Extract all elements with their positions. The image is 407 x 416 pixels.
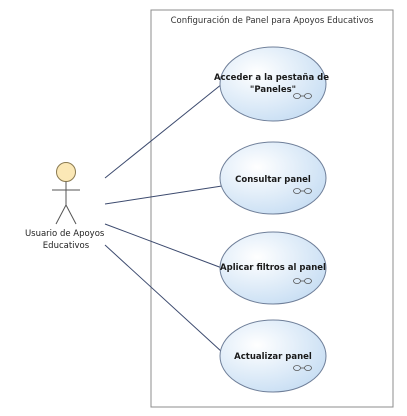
association-line[interactable] bbox=[104, 223, 223, 269]
actor-name: Usuario de Apoyos Educativos bbox=[25, 229, 107, 251]
use-case-acceder-pestana-paneles[interactable]: Acceder a la pestaña de "Paneles" bbox=[214, 46, 332, 122]
use-case-rake-icon bbox=[293, 278, 312, 284]
actor-name-line2: Educativos bbox=[43, 241, 90, 251]
use-case-label-line1: Acceder a la pestaña de bbox=[214, 73, 329, 83]
use-case-label: Actualizar panel bbox=[234, 352, 312, 362]
actor[interactable]: Usuario de Apoyos Educativos bbox=[25, 162, 107, 252]
association-line[interactable] bbox=[104, 244, 223, 353]
association-line[interactable] bbox=[104, 185, 223, 205]
use-case-rake-icon bbox=[293, 93, 312, 99]
associations bbox=[104, 83, 223, 353]
system-boundary-title: Configuración de Panel para Apoyos Educa… bbox=[171, 15, 374, 26]
use-case-actualizar-panel[interactable]: Actualizar panel bbox=[219, 319, 327, 393]
association-line[interactable] bbox=[104, 83, 223, 179]
use-case-aplicar-filtros[interactable]: Aplicar filtros al panel bbox=[219, 231, 327, 305]
use-case-label-line2: "Paneles" bbox=[250, 85, 296, 95]
use-case-rake-icon bbox=[293, 188, 312, 194]
use-case-label: Aplicar filtros al panel bbox=[220, 263, 326, 273]
use-case-label: Consultar panel bbox=[235, 175, 311, 185]
actor-name-line1: Usuario de Apoyos bbox=[25, 229, 105, 239]
actor-stick-figure-icon bbox=[52, 162, 80, 225]
use-case-label: Acceder a la pestaña de "Paneles" bbox=[214, 73, 332, 95]
use-case-consultar-panel[interactable]: Consultar panel bbox=[219, 141, 327, 215]
use-case-rake-icon bbox=[293, 365, 312, 371]
